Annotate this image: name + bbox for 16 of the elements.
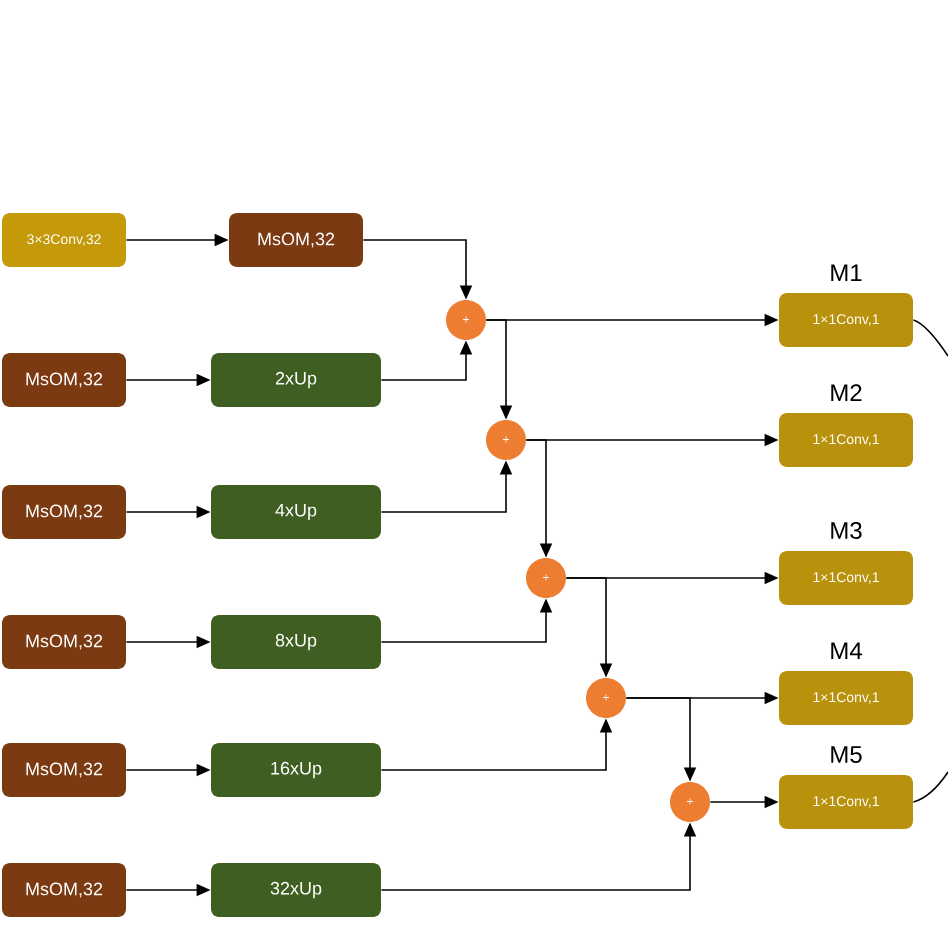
msom-box: MsOM,32 — [2, 485, 126, 539]
upsample-box: 16xUp — [211, 743, 381, 797]
msom-box: MsOM,32 — [229, 213, 363, 267]
msom-box: MsOM,32 — [2, 615, 126, 669]
msom-box: MsOM,32 — [2, 353, 126, 407]
upsample-box: 32xUp — [211, 863, 381, 917]
upsample-box: 8xUp — [211, 615, 381, 669]
msom-box: MsOM,32 — [2, 743, 126, 797]
output-label: M2 — [831, 384, 862, 401]
output-label: M1 — [831, 264, 862, 281]
msom-box: MsOM,32 — [2, 863, 126, 917]
output-label: M5 — [831, 746, 862, 763]
upsample-box: 2xUp — [211, 353, 381, 407]
output-label: M4 — [831, 642, 862, 659]
output-label: M3 — [831, 521, 862, 539]
upsample-box: 4xUp — [211, 485, 381, 539]
